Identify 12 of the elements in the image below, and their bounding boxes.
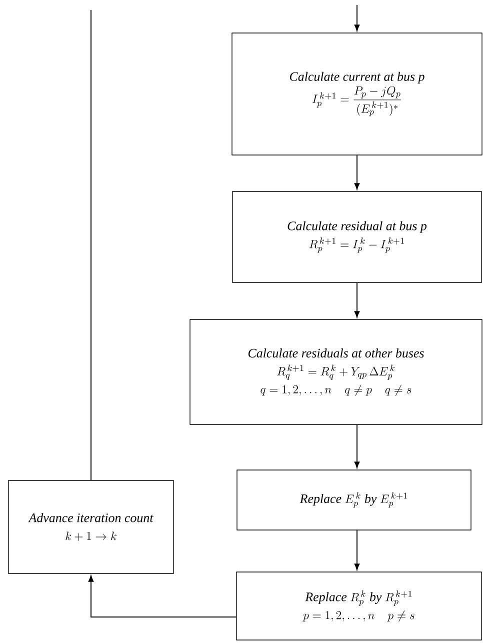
arrow: [354, 154, 360, 190]
process-box: Calculate residual at bus p $R_p^{\,k+1} = I_p^{\,k} - I_p^{\,k+1}$: [232, 191, 482, 283]
arrow: [88, 575, 237, 618]
process-box: Calculate residuals at other buses $R_q^{\,k+1} = R_q^{\,k} + Y_{qp}\,\Delta E_p^{\,k}$ $q = 1, 2, \ldots, n \quad q \neq p \quad q \neq s$: [190, 319, 482, 425]
arrow: [354, 282, 360, 318]
arrow: [354, 4, 360, 32]
arrow: [354, 530, 360, 570]
arrow: [354, 424, 360, 468]
process-box: Advance iteration count $k+1 \rightarrow k$: [8, 480, 174, 574]
process-box: Calculate current at bus p $I_p^{\,k+1} = \dfrac{P_p - jQ_p}{(E_p^{\,k+1})^{*}}$: [232, 32, 482, 156]
process-box: $\textit{Replace } R_p^{\,k} \textit{ by } R_p^{\,k+1}$ $p = 1, 2, \ldots, n \quad p \neq s$: [236, 572, 482, 640]
process-box: $\textit{Replace } E_p^{\,k} \textit{ by } E_p^{\,k+1}$: [236, 470, 472, 530]
